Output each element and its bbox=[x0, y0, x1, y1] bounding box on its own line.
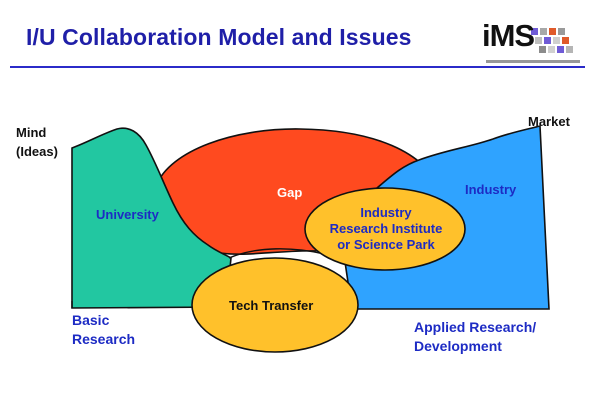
logo-text: iMS bbox=[482, 18, 535, 53]
basic-research-line1: Basic bbox=[72, 312, 110, 328]
slide-title: I/U Collaboration Model and Issues bbox=[26, 24, 412, 50]
gap-foreground-edge bbox=[228, 248, 325, 259]
tech-transfer-bubble bbox=[191, 257, 359, 353]
ims-logo: iMS bbox=[482, 18, 588, 68]
university-region bbox=[71, 127, 232, 309]
title-rule bbox=[10, 66, 585, 68]
basic-research-label: Basic Research bbox=[72, 311, 135, 349]
institute-label-line1: Industry bbox=[360, 205, 412, 220]
institute-label-line3: or Science Park bbox=[337, 237, 435, 252]
mind-label: Mind (Ideas) bbox=[16, 123, 58, 161]
mind-label-line2: (Ideas) bbox=[16, 144, 58, 159]
market-label: Market bbox=[528, 114, 570, 129]
basic-research-line2: Research bbox=[72, 331, 136, 347]
institute-label: Industry Research Institute or Science P… bbox=[321, 205, 451, 253]
logo-graphic-icon bbox=[486, 28, 580, 63]
applied-research-line1: Applied Research/ bbox=[414, 319, 537, 335]
applied-research-label: Applied Research/ Development bbox=[414, 318, 536, 356]
gap-label: Gap bbox=[277, 185, 303, 200]
industry-label: Industry bbox=[465, 182, 517, 197]
institute-bubble bbox=[304, 187, 466, 271]
tech-transfer-label: Tech Transfer bbox=[229, 298, 314, 313]
mind-label-line1: Mind bbox=[16, 125, 47, 140]
institute-label-line2: Research Institute bbox=[329, 221, 443, 236]
applied-research-line2: Development bbox=[414, 338, 502, 354]
university-label: University bbox=[96, 207, 159, 222]
